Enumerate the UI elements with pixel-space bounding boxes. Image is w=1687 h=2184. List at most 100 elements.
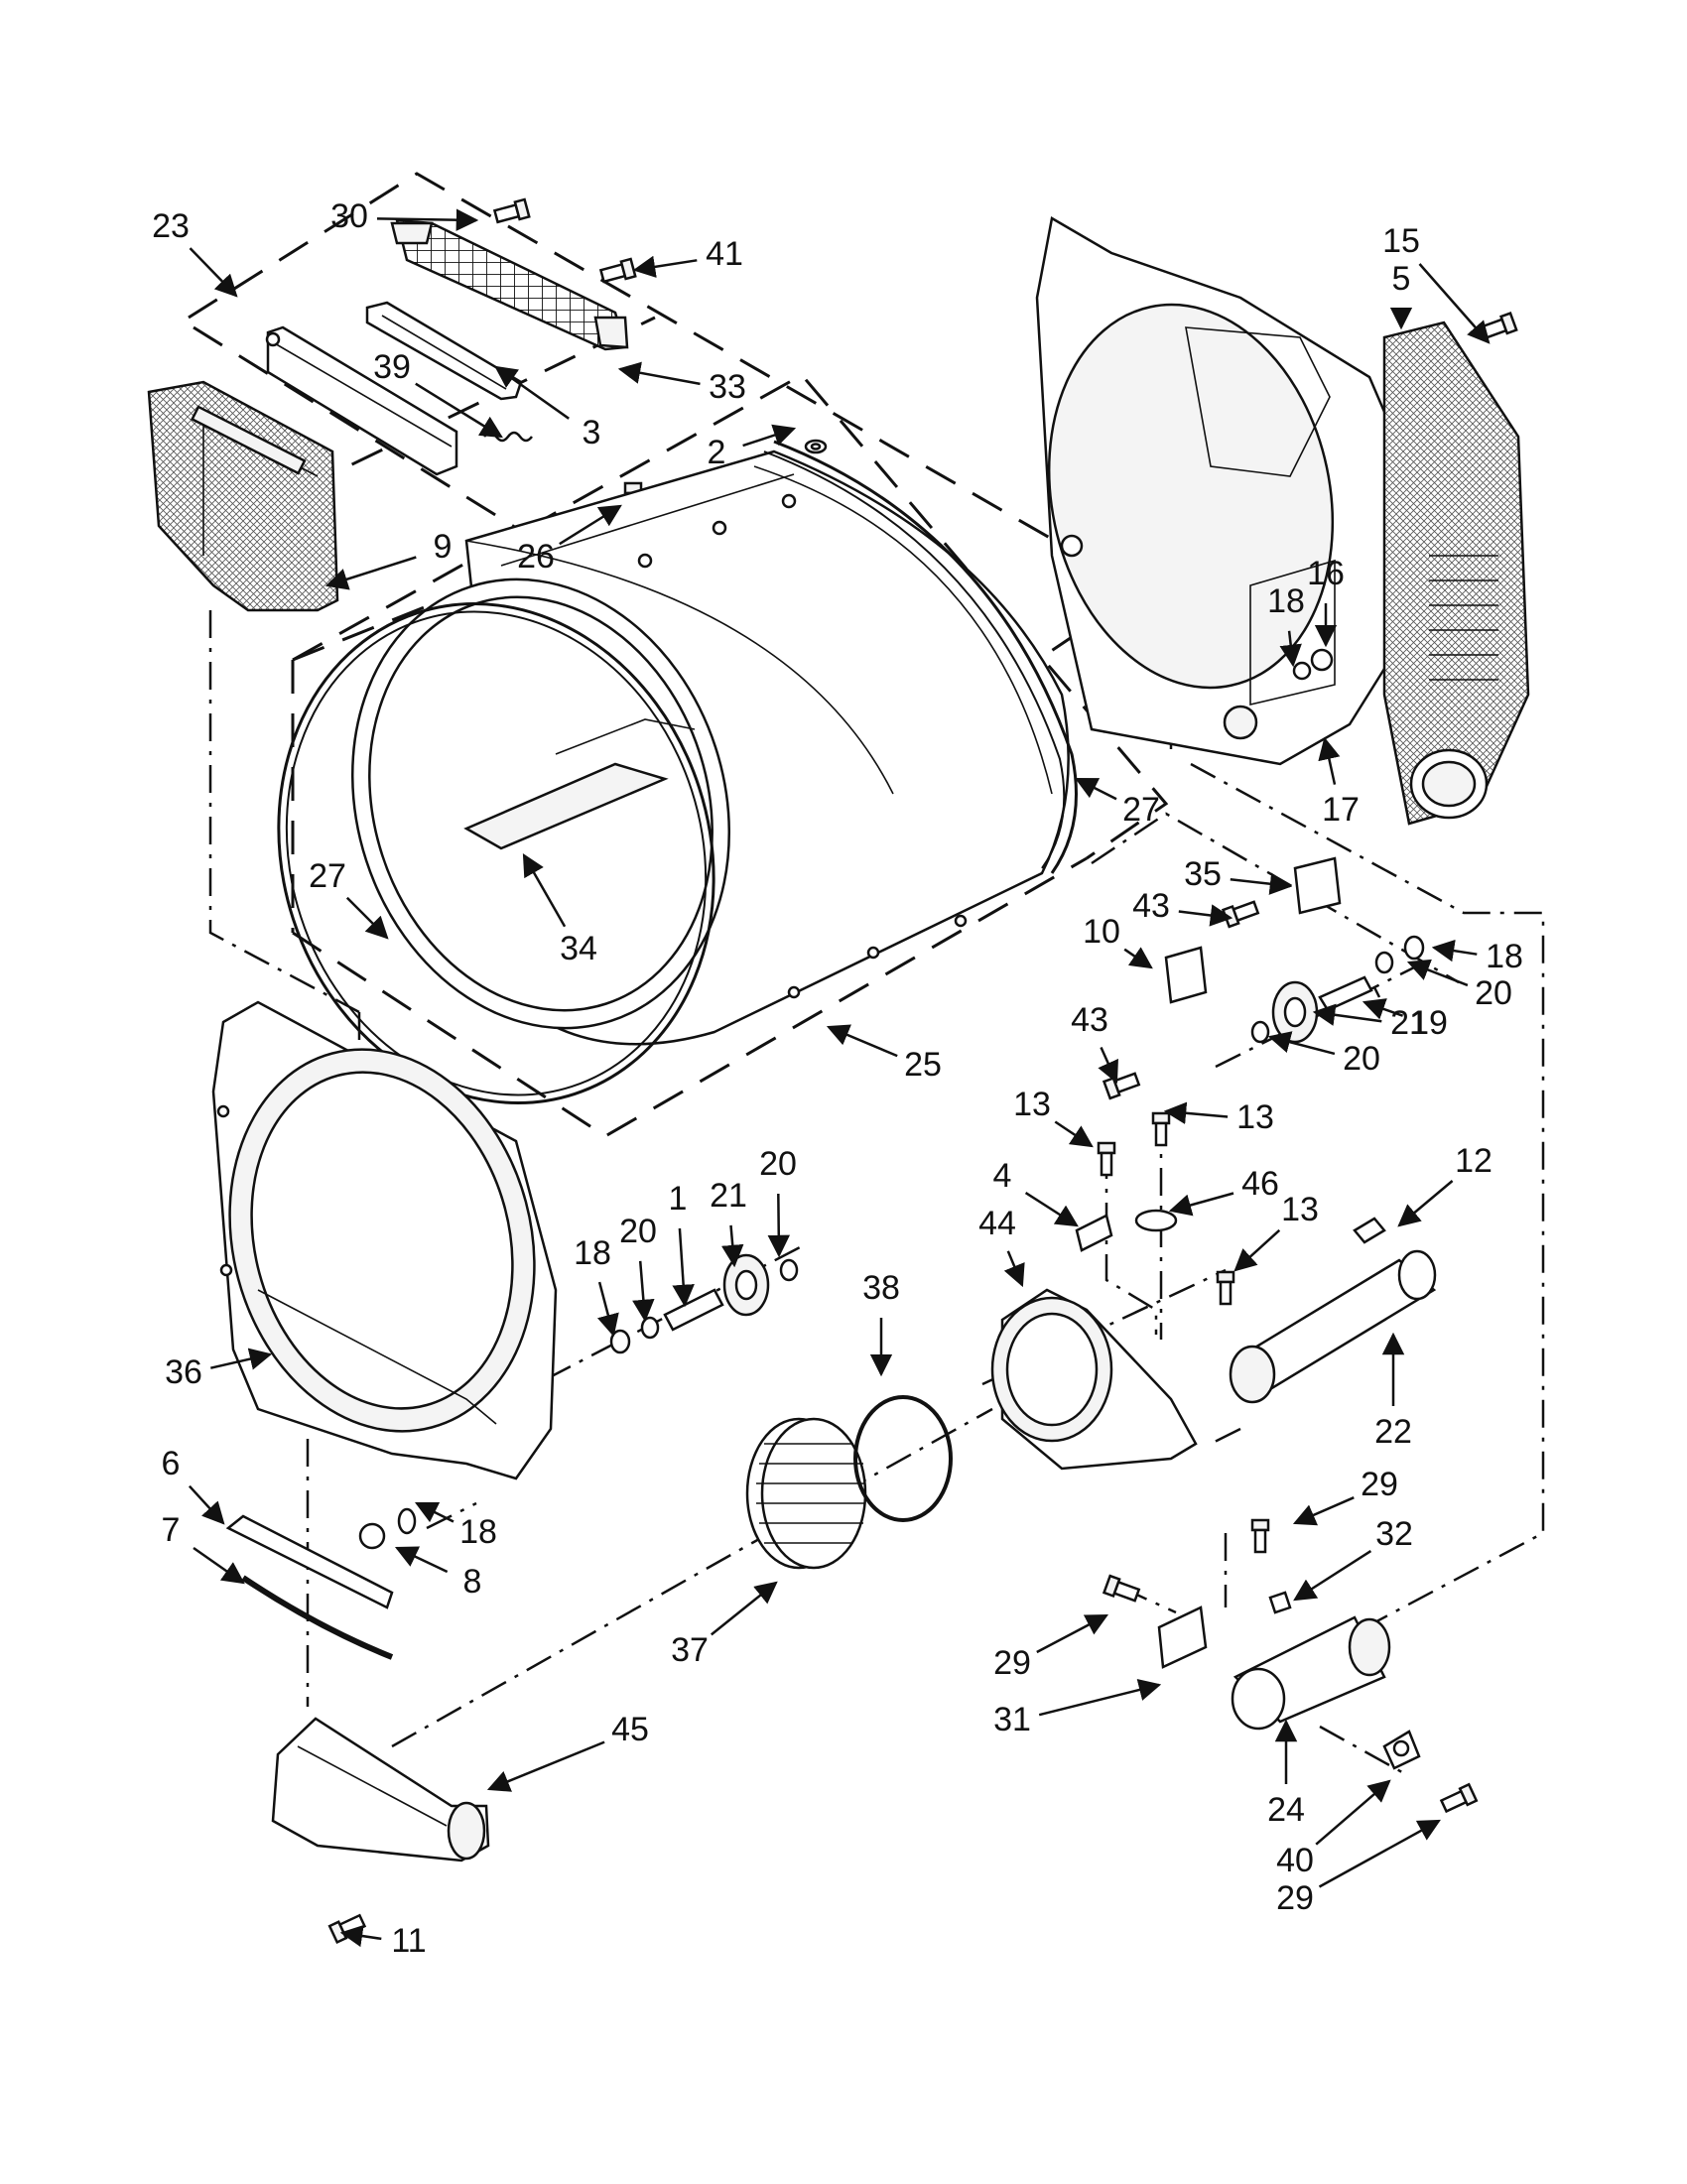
callout-2: 2 [708,424,797,471]
callout-label: 43 [1071,1001,1108,1039]
callout-label: 6 [162,1445,181,1482]
idler-assembly [609,1253,799,1354]
callout-43: 43 [1071,1001,1118,1085]
callout-21: 21 [1312,1003,1428,1042]
callout-label: 1 [669,1180,688,1218]
callout-label: 5 [1392,260,1411,298]
callout-26: 26 [517,504,622,576]
callout-15: 15 [1382,222,1491,344]
callout-label: 23 [152,207,190,245]
callout-arrow [617,361,701,386]
callout-arrow [1318,736,1341,785]
callout-13: 13 [1233,1191,1319,1272]
drum-baffle [463,718,696,850]
callout-label: 12 [1455,1142,1492,1180]
callout-label: 8 [463,1563,482,1601]
callout-29: 29 [993,1613,1108,1682]
callout-arrow [414,1501,454,1523]
callout-33: 33 [617,361,746,406]
callout-36: 36 [165,1348,273,1391]
callout-45: 45 [486,1711,649,1792]
callout-label: 30 [330,197,368,235]
callout-arrow [394,1546,449,1574]
burner-bracket [1157,1606,1208,1669]
callout-label: 29 [993,1644,1031,1682]
thermostat-parts [1075,1111,1235,1306]
callout-20: 20 [1267,1031,1380,1078]
callout-4: 4 [993,1157,1079,1227]
callout-37: 37 [671,1581,778,1669]
callout-label: 15 [1382,222,1420,260]
callout-30: 30 [330,197,479,235]
callout-10: 10 [1083,913,1153,969]
callout-arrow [189,247,238,298]
dryer-drum [350,450,1070,1046]
callout-label: 18 [1486,938,1523,975]
blower-wheel [745,1417,867,1570]
callout-arrow [721,1224,744,1268]
callout-35: 35 [1184,855,1293,895]
drum-seal-front [277,602,715,1104]
callout-label: 21 [710,1177,747,1215]
screw-11 [327,1913,367,1945]
callout-label: 2 [708,434,726,471]
callout-arrow [415,382,503,439]
callout-arrow [345,896,389,940]
callout-arrow [522,853,567,928]
callout-arrow [1233,1228,1281,1272]
callout-label: 24 [1267,1791,1305,1829]
callout-9: 9 [324,528,452,590]
callout-arrow [1168,1192,1234,1217]
callout-label: 45 [611,1711,649,1748]
callout-arrow [210,1348,273,1370]
callout-43: 43 [1132,887,1233,927]
callout-label: 38 [862,1269,900,1307]
callout-3: 3 [494,365,601,451]
callout-22: 22 [1374,1332,1412,1451]
callout-label: 20 [759,1145,797,1183]
callout-arrow [559,504,622,546]
callout-17: 17 [1318,736,1360,829]
callout-arrow [1054,1120,1094,1148]
callout-label: 3 [583,414,601,451]
callout-arrow [494,365,570,420]
callout-18: 18 [574,1234,619,1338]
callout-arrow [1315,1779,1391,1846]
callout-label: 29 [1276,1879,1314,1917]
lint-duct-cover [365,301,523,401]
callout-label: 34 [560,930,597,967]
lint-screen [147,380,339,612]
callout-label: 22 [1374,1413,1412,1451]
callout-arrow [1312,1003,1382,1026]
callout-31: 31 [993,1678,1162,1738]
callout-label: 44 [978,1205,1016,1242]
callout-7: 7 [162,1511,245,1585]
callout-label: 43 [1132,887,1170,925]
callout-arrow [767,1193,791,1258]
callout-12: 12 [1397,1142,1492,1227]
callout-arrow [711,1581,778,1636]
callout-20: 20 [619,1213,657,1323]
callout-29: 29 [1292,1466,1398,1526]
callout-18: 18 [414,1501,497,1551]
callout-arrow [1163,1101,1229,1124]
callout-25: 25 [826,1024,942,1084]
callout-arrow [1036,1613,1108,1654]
callout-label: 32 [1375,1515,1413,1553]
callout-arrow [632,255,698,279]
callout-label: 40 [1276,1842,1314,1879]
callout-arrow [486,1740,605,1792]
callout-label: 35 [1184,855,1222,893]
callout-arrow [1074,777,1117,801]
callout-34: 34 [522,853,597,967]
callout-arrow [1038,1678,1162,1717]
callout-arrow [1098,1046,1118,1085]
callout-19: 19 [1362,998,1448,1042]
callout-18: 18 [1431,938,1523,975]
callout-label: 37 [671,1631,709,1669]
callout-arrow [596,1281,619,1338]
rear-vent-panel [1382,321,1530,826]
duct-clip [1353,1217,1386,1244]
callout-38: 38 [862,1269,900,1377]
